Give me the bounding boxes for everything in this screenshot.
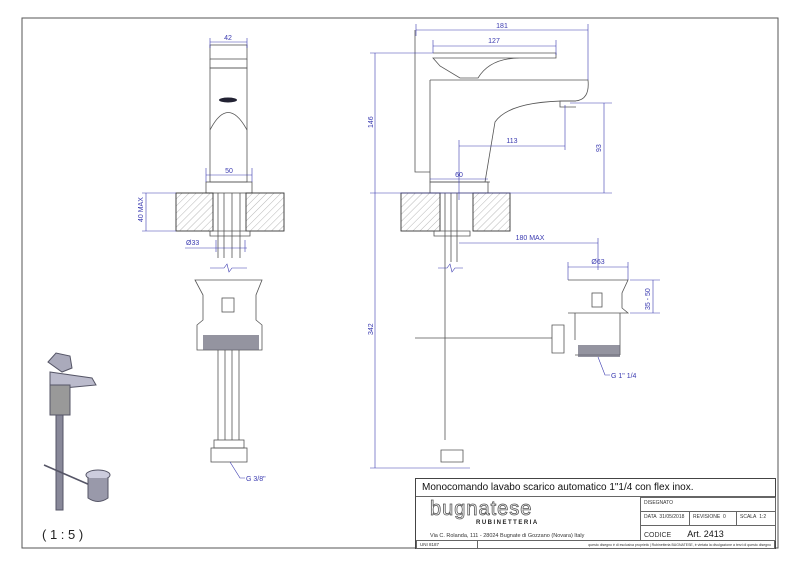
- dim-d33: Ø33: [186, 240, 199, 247]
- dim-35-50: 35 - 50: [645, 288, 652, 310]
- dim-181: 181: [496, 23, 508, 30]
- codice-value: Art. 2413: [687, 529, 724, 539]
- side-view: 181 127 146 113 93 60 180 MAX Ø63 35 - 5…: [368, 23, 660, 469]
- dim-146: 146: [368, 116, 375, 128]
- title-block: Monocomando lavabo scarico automatico 1"…: [415, 478, 776, 549]
- dim-d63: Ø63: [591, 259, 604, 266]
- thread-g1-14: G 1" 1/4: [611, 373, 637, 380]
- data-field: DATA 31/05/2018: [640, 511, 690, 526]
- sheet-border: [21, 17, 779, 549]
- data-value: 31/05/2018: [659, 514, 685, 520]
- scale-label: ( 1 : 5 ): [42, 527, 83, 542]
- scala-label: SCALA: [740, 514, 757, 520]
- address: Via C. Rolanda, 111 - 28024 Bugnate di G…: [430, 533, 585, 539]
- dim-42: 42: [224, 35, 232, 42]
- disegnato-field: DISEGNATO: [640, 497, 776, 512]
- revisione-field: REVISIONE 0: [689, 511, 737, 526]
- codice-field: CODICE Art. 2413: [640, 525, 776, 541]
- logo: bugnatese: [430, 498, 533, 521]
- codice-label: CODICE: [644, 532, 672, 539]
- thread-g38: G 3/8": [246, 476, 266, 483]
- dim-113: 113: [506, 138, 517, 145]
- scala-field: SCALA 1:2: [736, 511, 776, 526]
- dim-93: 93: [596, 144, 603, 152]
- logo-subtitle: RUBINETTERIA: [476, 520, 539, 526]
- drawing-title: Monocomando lavabo scarico automatico 1"…: [416, 479, 775, 497]
- front-view: 42 50 40 MAX Ø33 G 3/8": [138, 35, 285, 483]
- revisione-label: REVISIONE: [693, 514, 721, 520]
- dim-180-max: 180 MAX: [516, 235, 545, 242]
- scala-value: 1:2: [759, 514, 767, 520]
- revisione-value: 0: [723, 514, 726, 520]
- dim-342: 342: [368, 323, 375, 335]
- isometric-view: [43, 352, 111, 511]
- uni-label: UNI 8187: [416, 540, 478, 549]
- dim-127: 127: [488, 38, 500, 45]
- dim-60: 60: [455, 172, 463, 179]
- ownership-notice: questo disegno è di esclusiva proprietà …: [477, 540, 775, 549]
- dim-50: 50: [225, 168, 233, 175]
- dim-40-max: 40 MAX: [138, 197, 145, 222]
- data-label: DATA: [644, 514, 657, 520]
